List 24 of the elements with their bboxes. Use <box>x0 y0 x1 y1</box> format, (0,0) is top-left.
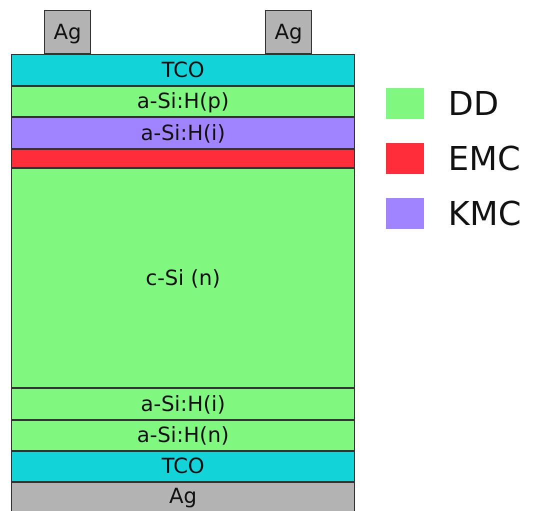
layer-band <box>11 482 355 511</box>
layer-label: TCO <box>162 456 204 477</box>
layer-label: a-Si:H(p) <box>136 91 230 112</box>
layer-band <box>11 168 355 388</box>
layer-band <box>11 388 355 420</box>
contact-pad <box>265 10 312 54</box>
layer-label: a-Si:H(n) <box>136 425 230 446</box>
layer-band <box>11 86 355 117</box>
layer-label: Ag <box>169 486 197 507</box>
legend-label: EMC <box>448 142 520 175</box>
layer-band <box>11 451 355 482</box>
layer-label: Ag <box>274 22 302 42</box>
layer-label: Ag <box>54 22 82 42</box>
layer-label: TCO <box>162 60 204 80</box>
layer-label: c-Si (n) <box>146 268 220 288</box>
contact-pad <box>44 10 91 54</box>
layer-label: a-Si:H(i) <box>140 394 226 414</box>
layer-band <box>11 149 355 168</box>
layer-label: a-Si:H(i) <box>140 122 226 144</box>
layer-band <box>11 117 355 149</box>
layer-band <box>11 54 355 86</box>
legend-label: DD <box>448 87 499 120</box>
layer-band <box>11 420 355 451</box>
legend-label: KMC <box>448 197 522 230</box>
